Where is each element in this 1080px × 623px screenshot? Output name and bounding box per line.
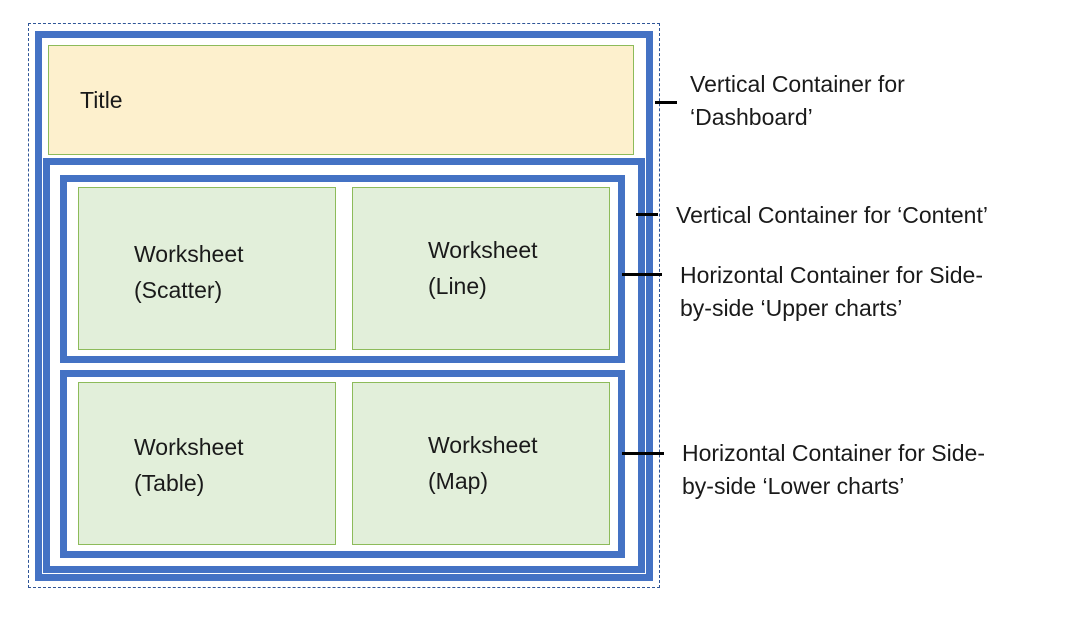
lower-container-annotation: Horizontal Container for Side- by-side ‘… (682, 440, 985, 499)
worksheet-table-box (78, 382, 336, 545)
upper-container-annotation: Horizontal Container for Side- by-side ‘… (680, 262, 983, 321)
worksheet-line-box (352, 187, 610, 350)
dashboard-dashed-outline (28, 23, 660, 588)
title-box (48, 45, 634, 155)
worksheet-line-label: Worksheet (Line) (428, 237, 538, 299)
worksheet-map-box (352, 382, 610, 545)
worksheet-scatter-label: Worksheet (Scatter) (134, 241, 244, 303)
content-container-annotation: Vertical Container for ‘Content’ (676, 202, 988, 228)
dashboard-container-annotation: Vertical Container for ‘Dashboard’ (690, 71, 905, 130)
worksheet-map-label: Worksheet (Map) (428, 432, 538, 494)
lower-connector-line (622, 452, 664, 455)
content-connector-line (636, 213, 658, 216)
title-label: Title (80, 87, 123, 113)
upper-connector-line (622, 273, 662, 276)
dashboard-connector-line (655, 101, 677, 104)
worksheet-table-label: Worksheet (Table) (134, 434, 244, 496)
worksheet-scatter-box (78, 187, 336, 350)
